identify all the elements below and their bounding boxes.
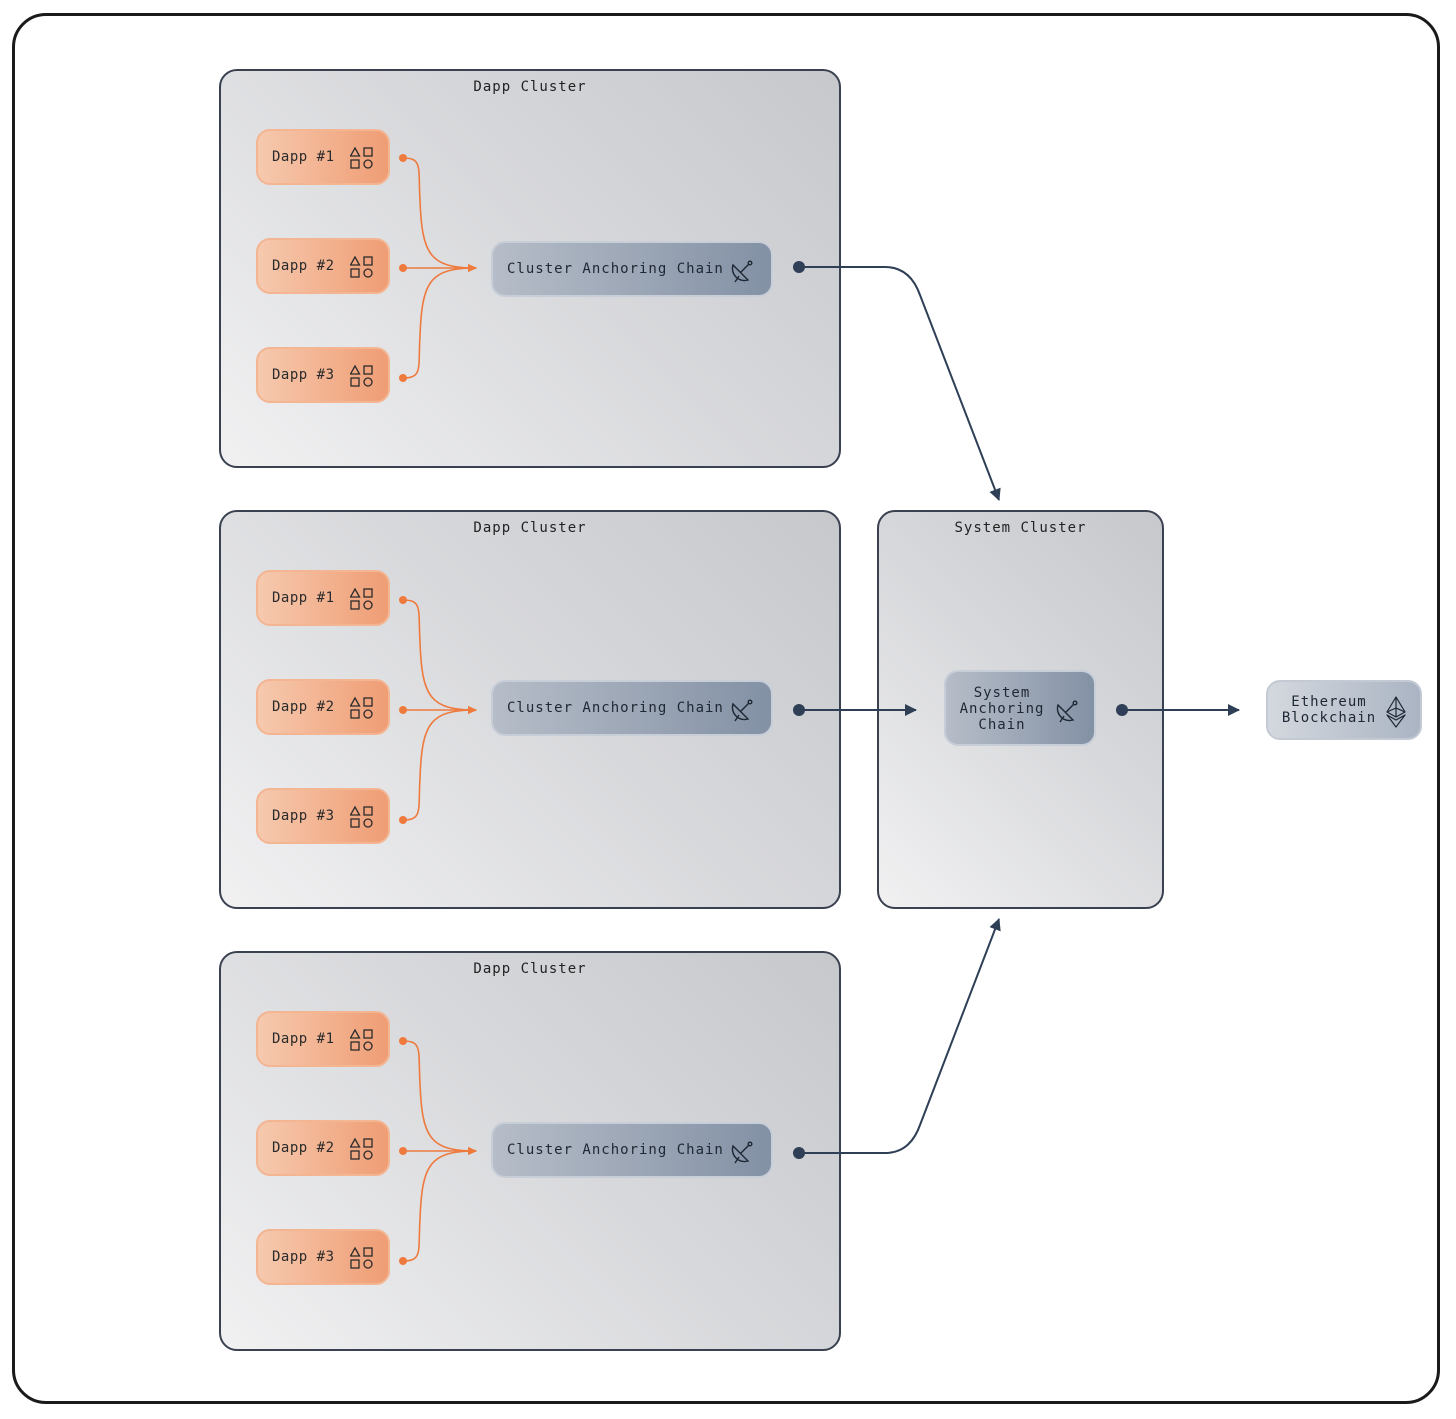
edge-dapp3-anchor — [402, 264, 477, 379]
edge-start-dot — [399, 264, 407, 272]
cluster-anchoring-chain: Cluster Anchoring Chain — [491, 680, 773, 736]
chain-edges — [793, 261, 1240, 1159]
anchor-label: Cluster Anchoring Chain — [507, 1142, 724, 1158]
system-anchoring-chain: System Anchoring Chain — [944, 670, 1096, 746]
satellite-dish-icon — [1056, 700, 1078, 723]
cluster-anchoring-chain: Cluster Anchoring Chain — [491, 241, 773, 297]
dapp-node-3: Dapp #3 — [256, 1229, 390, 1285]
edge-dapp1-anchor — [402, 599, 477, 714]
dapp-label: Dapp #3 — [272, 1249, 335, 1265]
satellite-dish-icon — [731, 1141, 753, 1164]
anchor-label: Cluster Anchoring Chain — [507, 700, 724, 716]
cluster-title: Dapp Cluster — [473, 79, 587, 95]
ethereum-blockchain: Ethereum Blockchain — [1266, 680, 1422, 740]
edge-start-dot — [399, 706, 407, 714]
dapp-node-1: Dapp #1 — [256, 1011, 390, 1067]
shapes-icon — [350, 146, 373, 169]
shapes-icon — [350, 364, 373, 387]
edge-dapp3-anchor — [402, 706, 477, 821]
dapp-label: Dapp #2 — [272, 699, 335, 715]
dapp-node-1: Dapp #1 — [256, 129, 390, 185]
dapp-label: Dapp #1 — [272, 590, 335, 606]
edge-dapp3-anchor — [402, 1147, 477, 1262]
edge-start-dot — [1116, 704, 1128, 716]
dapp-label: Dapp #3 — [272, 808, 335, 824]
cluster-title: Dapp Cluster — [473, 520, 587, 536]
edge-start-dot — [399, 1147, 407, 1155]
cluster-title: System Cluster — [954, 520, 1087, 536]
ethereum-icon — [1386, 696, 1406, 728]
dapp-label: Dapp #1 — [272, 1031, 335, 1047]
shapes-icon — [350, 1028, 373, 1051]
dapp-edges-cluster-1 — [399, 154, 477, 382]
system-anchor-label: System Anchoring Chain — [959, 685, 1045, 733]
edge-cluster1-system — [799, 266, 1001, 501]
edge-start-dot — [399, 374, 407, 382]
dapp-edges-cluster-2 — [399, 596, 477, 824]
shapes-icon — [350, 805, 373, 828]
dapp-label: Dapp #3 — [272, 367, 335, 383]
dapp-node-3: Dapp #3 — [256, 788, 390, 844]
shapes-icon — [350, 1246, 373, 1269]
shapes-icon — [350, 587, 373, 610]
satellite-dish-icon — [731, 260, 753, 283]
edge-start-dot — [793, 1147, 805, 1159]
dapp-node-2: Dapp #2 — [256, 238, 390, 294]
dapp-label: Dapp #2 — [272, 1140, 335, 1156]
dapp-node-1: Dapp #1 — [256, 570, 390, 626]
shapes-icon — [350, 1137, 373, 1160]
edge-start-dot — [399, 816, 407, 824]
dapp-node-2: Dapp #2 — [256, 679, 390, 735]
edge-start-dot — [399, 596, 407, 604]
anchor-label: Cluster Anchoring Chain — [507, 261, 724, 277]
edge-dapp1-anchor — [402, 1040, 477, 1155]
shapes-icon — [350, 696, 373, 719]
satellite-dish-icon — [731, 699, 753, 722]
cluster-anchoring-chain: Cluster Anchoring Chain — [491, 1122, 773, 1178]
edge-start-dot — [399, 1257, 407, 1265]
dapp-edges-cluster-3 — [399, 1037, 477, 1265]
dapp-label: Dapp #2 — [272, 258, 335, 274]
dapp-label: Dapp #1 — [272, 149, 335, 165]
cluster-title: Dapp Cluster — [473, 961, 587, 977]
shapes-icon — [350, 255, 373, 278]
edge-start-dot — [399, 1037, 407, 1045]
edge-start-dot — [793, 261, 805, 273]
edge-dapp1-anchor — [402, 157, 477, 272]
dapp-node-3: Dapp #3 — [256, 347, 390, 403]
dapp-node-2: Dapp #2 — [256, 1120, 390, 1176]
edge-start-dot — [793, 704, 805, 716]
edge-cluster3-system — [799, 918, 1001, 1154]
edge-start-dot — [399, 154, 407, 162]
ethereum-label: Ethereum Blockchain — [1281, 694, 1377, 726]
